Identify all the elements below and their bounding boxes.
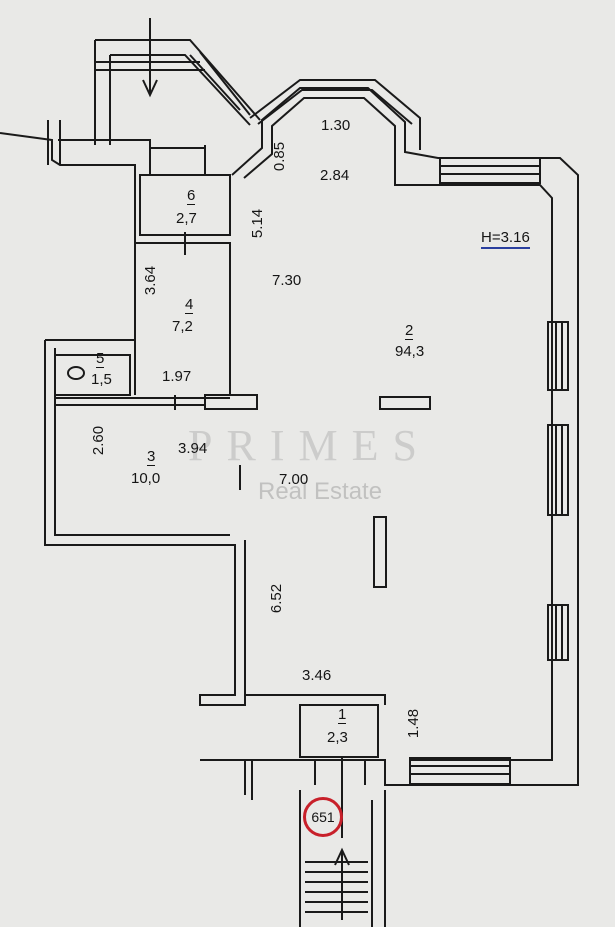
main-hall-inner-wall [243,97,553,761]
room-1 [299,704,379,758]
watermark-sub: Real Estate [258,478,383,505]
room-4-number: 4 [185,296,194,314]
room-2-number: 2 [405,322,414,340]
top-entrance [94,39,261,145]
dim-room5-width: 1.97 [162,368,192,385]
dim-left-wall: 5.14 [249,208,267,239]
dim-lower-left: 6.52 [268,583,286,614]
top-window [439,157,541,184]
ceiling-height-label: H=3.16 [481,229,530,249]
room-5-number: 5 [96,350,105,368]
dim-bay-side: 0.85 [271,141,289,172]
dim-main-width: 7.00 [279,471,309,488]
room-4-area: 7,2 [172,318,193,335]
room-5-area: 1,5 [91,371,112,388]
dim-room3-width: 3.94 [178,440,208,457]
inventory-number: 651 [311,809,335,825]
bottom-window [409,757,511,785]
room-3-number: 3 [147,448,156,466]
dim-top-bay: 1.30 [321,117,351,134]
dim-bay-depth: 2.84 [320,167,350,184]
bottom-stairs [299,790,386,927]
room-1-area: 2,3 [327,729,348,746]
room-6-area: 2,7 [176,210,197,227]
right-windows [547,321,569,661]
dim-entry-depth: 1.48 [405,708,423,739]
room-3-area: 10,0 [131,470,161,487]
dim-hall-width: 7.30 [272,272,302,289]
column-1 [379,396,431,410]
dim-room3-height: 2.60 [90,425,108,456]
room-4 [134,242,231,395]
dim-entry-width: 3.46 [302,667,332,684]
dim-room4-height: 3.64 [142,265,160,296]
watermark-brand: PRIMES [188,421,431,470]
room-5 [55,354,131,396]
column-2 [373,516,387,588]
inventory-number-badge: 651 [303,797,343,837]
left-block [44,339,246,706]
room-2-area: 94,3 [395,343,425,360]
room-1-number: 1 [338,706,347,724]
room-6-number: 6 [187,187,196,205]
